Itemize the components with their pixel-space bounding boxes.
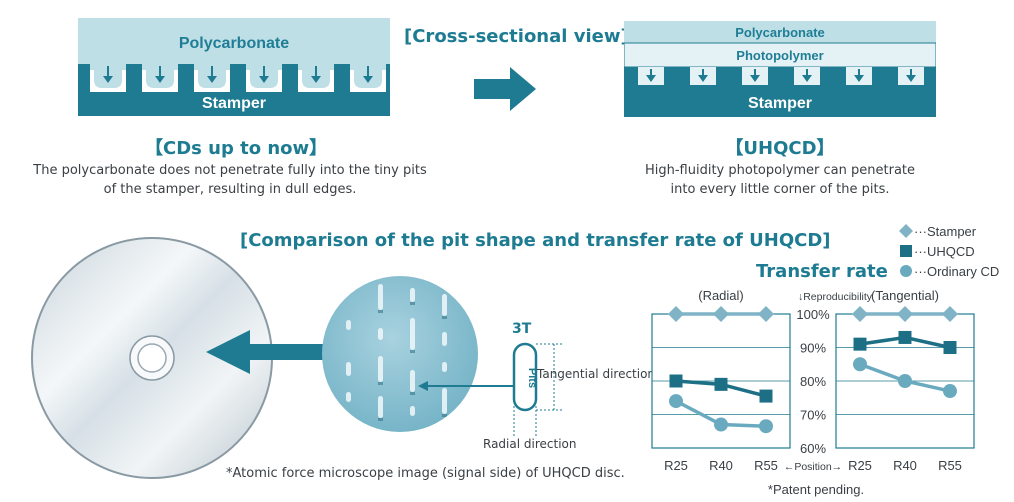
data-point-stamper xyxy=(713,306,729,322)
x-tick-label: R25 xyxy=(848,458,872,473)
legend-label: ···Stamper xyxy=(914,224,977,239)
uhqcd-heading: 【UHQCD】 xyxy=(725,138,835,159)
data-point-ordinary-cd xyxy=(853,357,867,372)
data-point-stamper xyxy=(668,306,684,322)
tangential-direction-label: Tangential direction xyxy=(537,367,656,381)
left-arrow-icon xyxy=(206,330,330,374)
cds-description-line1: The polycarbonate does not penetrate ful… xyxy=(33,163,427,178)
pit-text: Pits xyxy=(526,368,538,388)
data-point-stamper xyxy=(852,306,868,322)
stamper-label: Stamper xyxy=(748,95,812,112)
stamper-layer xyxy=(624,67,936,117)
pit-diagram: Pits xyxy=(512,342,562,412)
cds-heading: 【CDs up to now】 xyxy=(145,138,328,159)
y-tick-label: 90% xyxy=(800,341,826,356)
x-tick-label: R55 xyxy=(938,458,962,473)
x-tick-label: R40 xyxy=(893,458,917,473)
afm-image xyxy=(322,276,478,432)
data-point-uhqcd xyxy=(714,377,728,391)
afm-caption: *Atomic force microscope image (signal s… xyxy=(226,466,625,481)
pointer-arrow-icon xyxy=(418,381,518,391)
radial-direction-lines xyxy=(513,406,537,436)
polycarbonate-label: Polycarbonate xyxy=(179,35,289,52)
data-point-uhqcd xyxy=(853,337,867,351)
data-point-stamper xyxy=(897,306,913,322)
photopolymer-label: Photopolymer xyxy=(736,48,823,63)
chart-ylabel: ↓Reproducibility xyxy=(798,291,873,303)
uhqcd-description-line2: into every little corner of the pits. xyxy=(670,182,890,197)
data-point-stamper xyxy=(758,306,774,322)
cd-cross-section-diagram: Polycarbonate Stamper xyxy=(78,18,390,116)
chart-title: Transfer rate xyxy=(756,261,888,282)
y-tick-label: 80% xyxy=(800,374,826,389)
data-point-uhqcd xyxy=(943,341,957,354)
polycarbonate-layer xyxy=(624,21,936,43)
cd-disc-image xyxy=(31,237,273,479)
panel-name: (Tangential) xyxy=(871,288,939,303)
uhqcd-description-line1: High-fluidity photopolymer can penetrate xyxy=(644,163,916,178)
uhqcd-cross-section-diagram: Polycarbonate Photopolymer Stamper xyxy=(624,21,936,117)
polycarbonate-layer xyxy=(78,18,390,70)
y-tick-label: 70% xyxy=(800,408,826,423)
chart-xlabel: ←Position→ xyxy=(784,461,842,473)
y-tick-label: 100% xyxy=(796,307,830,322)
stamper-layer xyxy=(78,64,390,116)
polycarbonate-label: Polycarbonate xyxy=(735,25,825,40)
patent-footnote: *Patent pending. xyxy=(768,482,864,497)
data-point-uhqcd xyxy=(898,330,912,344)
data-point-ordinary-cd xyxy=(669,394,683,409)
legend-label: ···UHQCD xyxy=(914,244,975,259)
data-point-ordinary-cd xyxy=(943,384,957,399)
data-point-stamper xyxy=(942,306,958,322)
x-tick-label: R25 xyxy=(664,458,688,473)
x-tick-label: R55 xyxy=(754,458,778,473)
data-point-ordinary-cd xyxy=(898,374,912,388)
comparison-title: [Comparison of the pit shape and transfe… xyxy=(240,230,831,251)
data-point-uhqcd xyxy=(669,374,683,388)
legend-uhqcd-marker xyxy=(900,245,912,257)
cds-description-line2: of the stamper, resulting in dull edges. xyxy=(103,182,357,197)
legend-ordinary-cd-marker xyxy=(900,265,912,277)
pit-length-label: 3T xyxy=(512,321,532,337)
data-point-ordinary-cd xyxy=(714,417,728,432)
cross-section-title: [Cross-sectional view] xyxy=(404,26,629,47)
panel-name: (Radial) xyxy=(698,288,744,303)
data-point-ordinary-cd xyxy=(759,419,773,434)
x-tick-label: R40 xyxy=(709,458,733,473)
y-tick-label: 60% xyxy=(800,441,826,456)
stamper-label: Stamper xyxy=(202,95,266,112)
legend-stamper-marker xyxy=(899,224,913,238)
data-point-uhqcd xyxy=(759,389,773,403)
legend-label: ···Ordinary CD xyxy=(914,264,999,279)
right-arrow-icon xyxy=(474,67,536,111)
radial-direction-label: Radial direction xyxy=(483,437,577,451)
transfer-rate-chart: ···Stamper ···UHQCD ···Ordinary CD ↓Reprodu… xyxy=(651,224,999,497)
